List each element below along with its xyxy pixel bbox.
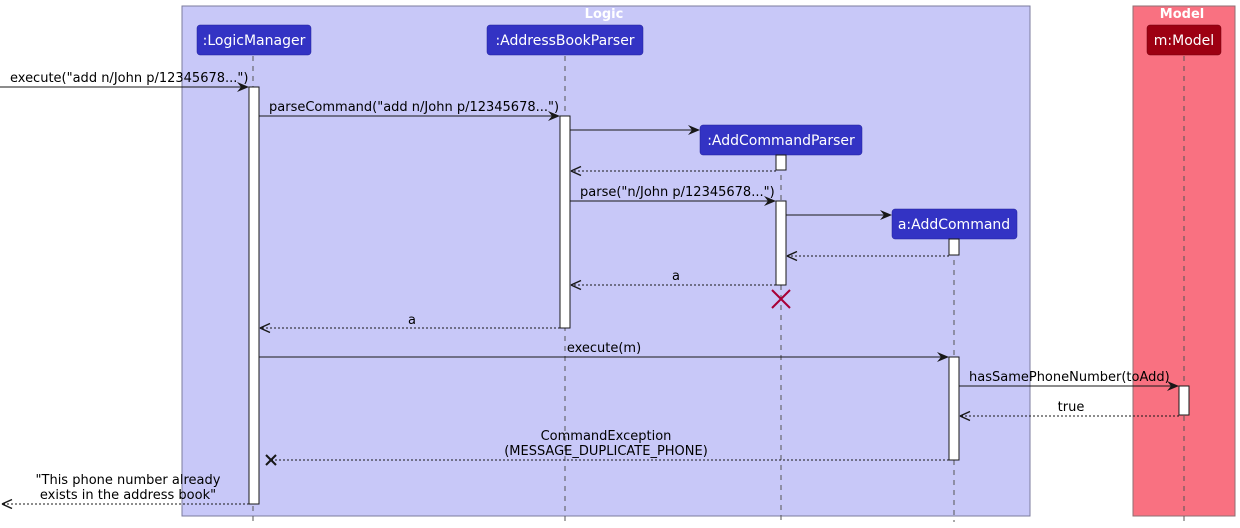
participant-addcommand[interactable]: a:AddCommand (891, 208, 1018, 240)
message-hassamephonenumber: hasSamePhoneNumber(toAdd) (959, 370, 1179, 391)
activation-addcommandparser-1 (775, 154, 787, 171)
message-label: true (1058, 400, 1085, 415)
participant-addcommandparser[interactable]: :AddCommandParser (699, 124, 863, 156)
participant-label: :LogicManager (203, 33, 306, 49)
message-return-a-to-logicmanager: a (259, 313, 560, 334)
message-return-addcommandparser (570, 165, 776, 177)
message-label: parse("n/John p/12345678...") (580, 185, 775, 200)
message-parse: parse("n/John p/12345678...") (570, 185, 776, 206)
message-label: execute("add n/John p/12345678...") (10, 71, 248, 86)
message-label: parseCommand("add n/John p/12345678...") (269, 100, 559, 115)
message-execute-m: execute(m) (259, 341, 949, 362)
message-label: a (672, 269, 680, 284)
participant-label: :AddCommandParser (707, 133, 855, 149)
model-box-title: Model (1160, 7, 1204, 22)
participant-model[interactable]: m:Model (1146, 24, 1222, 56)
participant-label: a:AddCommand (898, 217, 1010, 233)
message-return-external: "This phone number already exists in the… (1, 473, 249, 510)
lost-message-icon (265, 454, 277, 466)
message-return-true: true (959, 400, 1179, 422)
participant-addressbookparser[interactable]: :AddressBookParser (486, 24, 644, 56)
participant-label: :AddressBookParser (495, 33, 634, 49)
activation-addcommand-1 (948, 238, 960, 256)
participant-label: m:Model (1154, 33, 1214, 49)
message-label-line1: "This phone number already (36, 473, 221, 488)
message-label-line2: (MESSAGE_DUPLICATE_PHONE) (504, 444, 708, 459)
message-label-line1: CommandException (541, 429, 672, 444)
activation-logicmanager (248, 86, 260, 505)
message-parsecommand: parseCommand("add n/John p/12345678...") (259, 100, 560, 121)
activation-addcommandparser-2 (775, 200, 787, 286)
activation-addressbookparser (559, 115, 571, 329)
logic-box: Logic (181, 5, 1031, 517)
message-label: execute(m) (567, 341, 641, 356)
destroy-icon (771, 289, 791, 309)
message-label: hasSamePhoneNumber(toAdd) (969, 370, 1170, 385)
message-label: a (408, 313, 416, 328)
message-commandexception: CommandException (MESSAGE_DUPLICATE_PHON… (270, 429, 949, 461)
message-execute-external: execute("add n/John p/12345678...") (0, 71, 249, 92)
activation-addcommand-2 (948, 356, 960, 461)
participant-logicmanager[interactable]: :LogicManager (196, 24, 312, 56)
logic-box-title: Logic (585, 7, 624, 22)
message-label-line2: exists in the address book" (40, 488, 216, 503)
message-return-addcommand (786, 250, 949, 262)
activation-model (1178, 385, 1190, 416)
message-return-a-to-parser: a (570, 269, 776, 291)
